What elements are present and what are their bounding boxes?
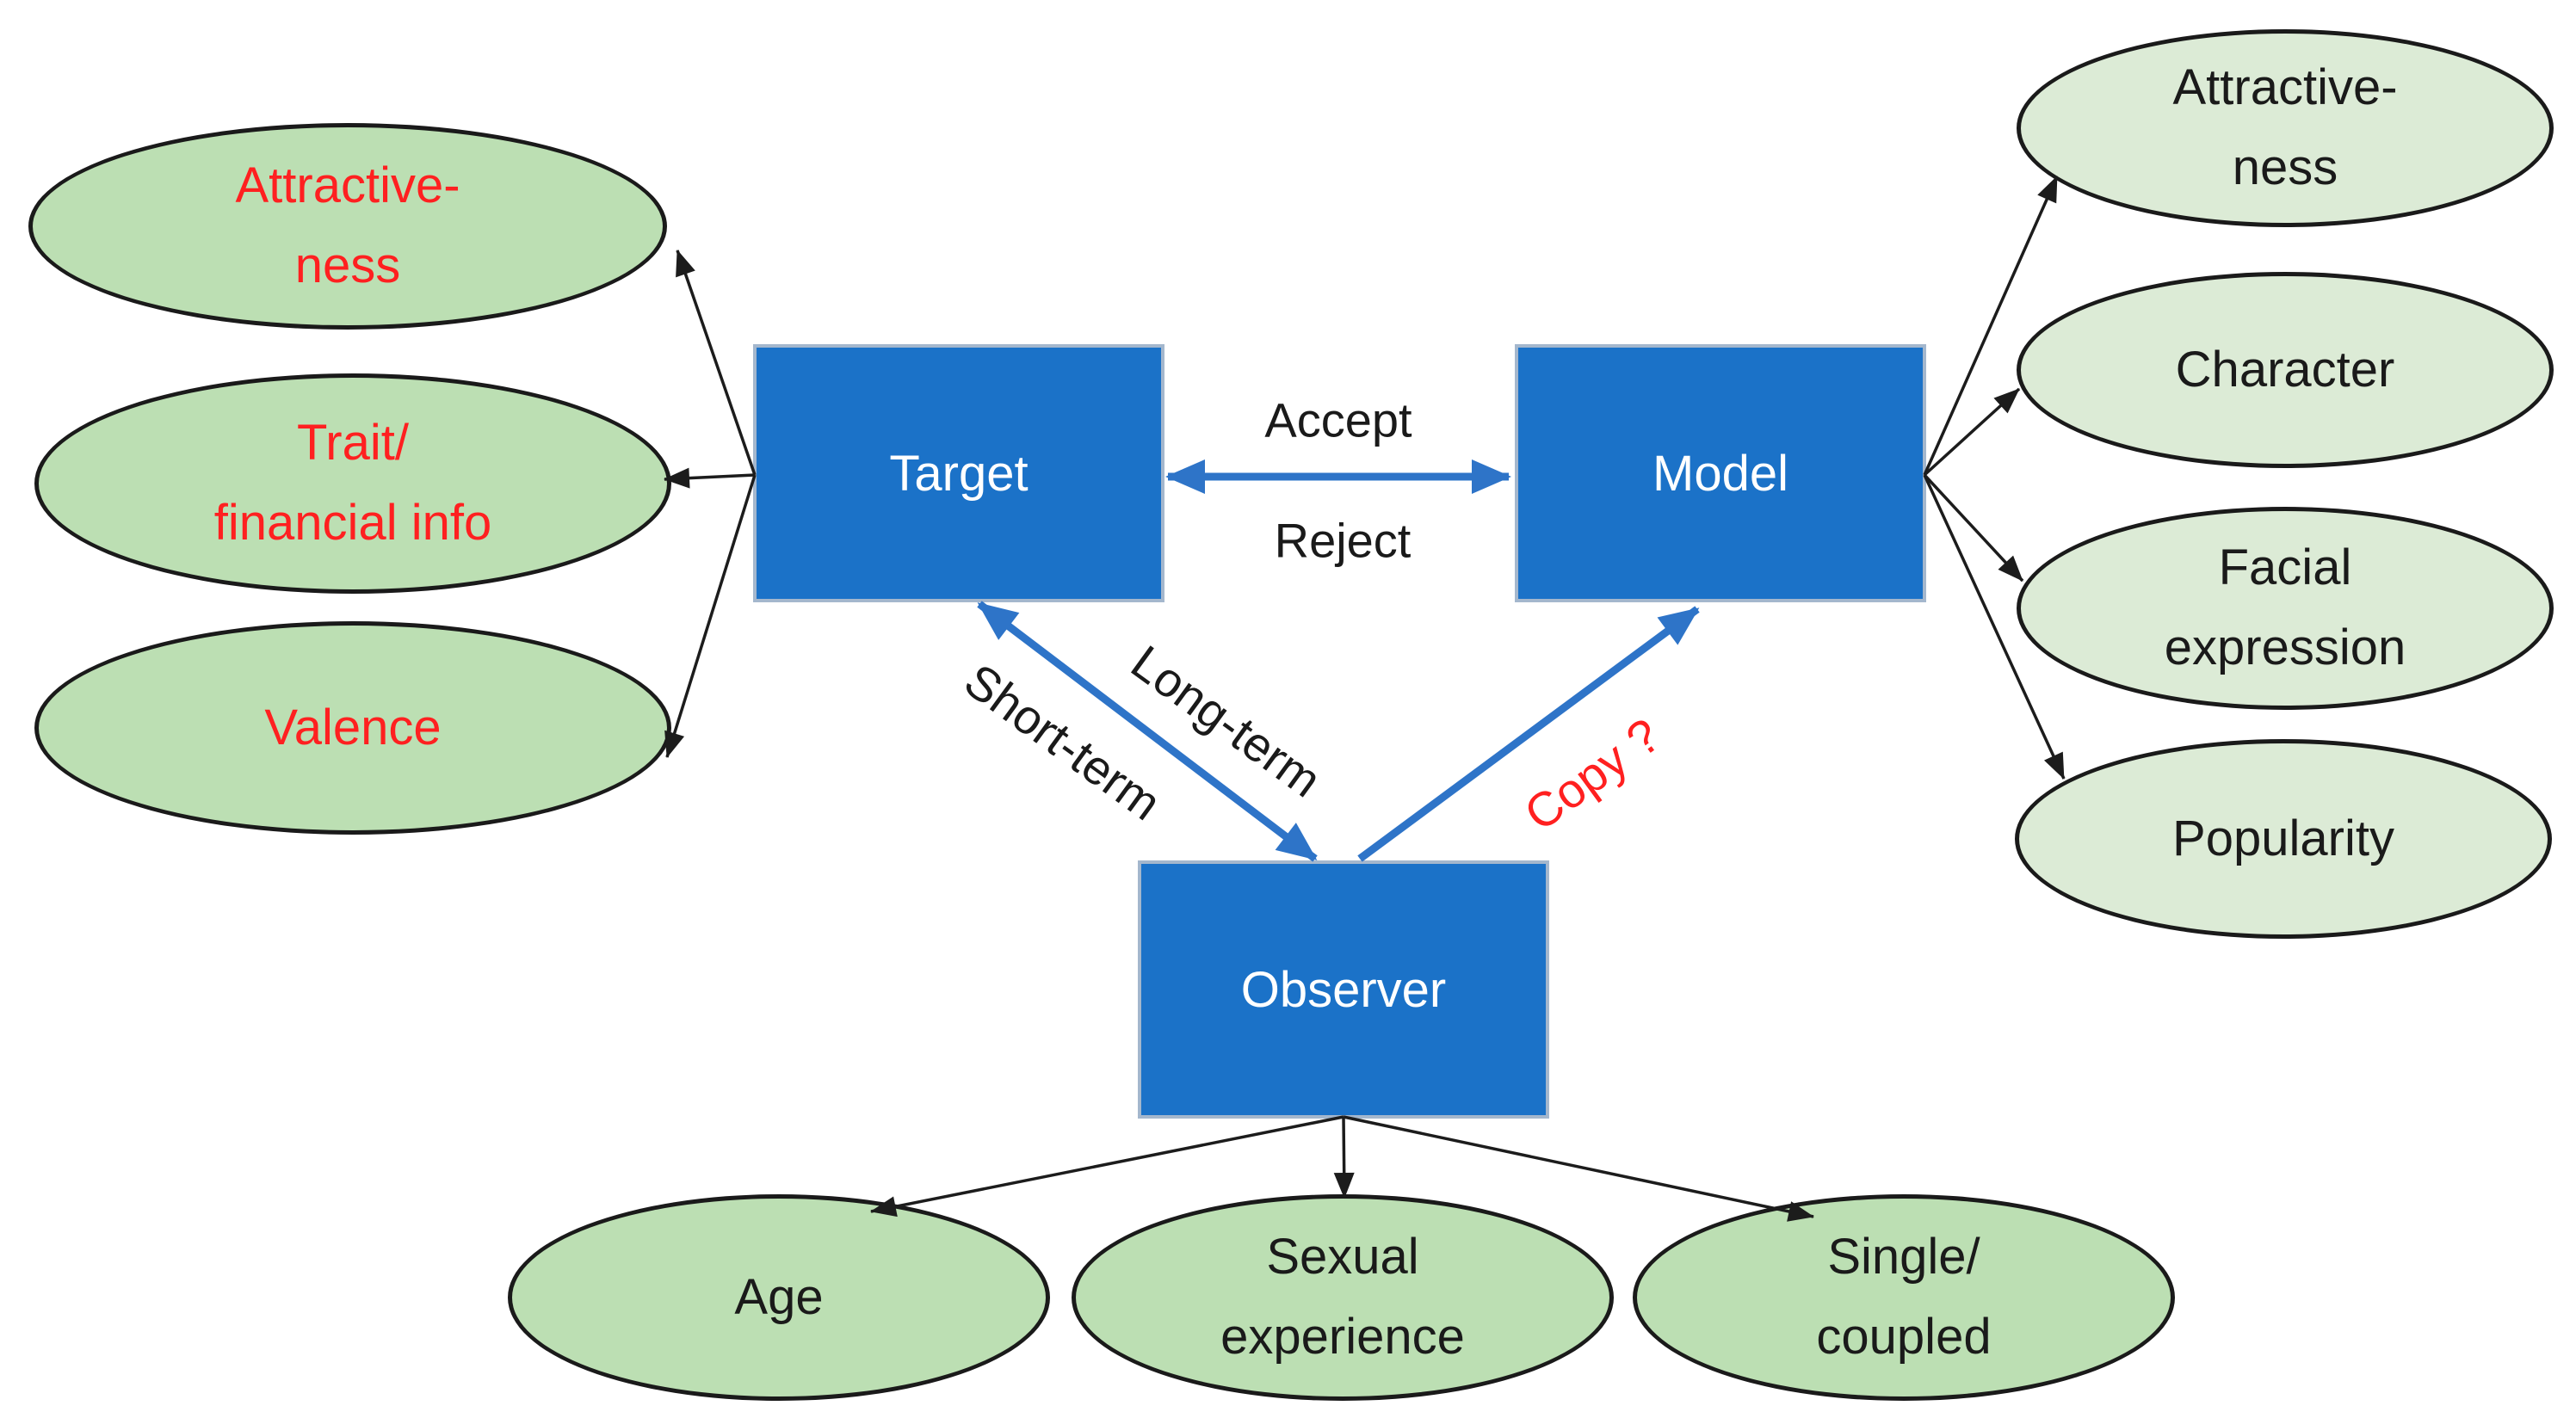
factor-observer-sexual-experience: Sexual experience <box>1072 1194 1614 1401</box>
factor-target-valence: Valence <box>34 621 671 835</box>
factor-model-popularity: Popularity <box>2015 739 2552 939</box>
arrow-model-attractiveness <box>1923 176 2059 476</box>
factor-target-attractiveness: Attractive- ness <box>28 123 667 330</box>
node-observer: Observer <box>1138 860 1549 1119</box>
factor-label: Popularity <box>2172 810 2394 866</box>
factor-model-attractiveness: Attractive- ness <box>2017 29 2554 227</box>
factor-label: Sexual experience <box>1220 1229 1465 1365</box>
factor-label: Attractive- ness <box>2172 59 2398 195</box>
factor-target-trait-financial-info: Trait/ financial info <box>34 373 671 594</box>
edge-label-copy: Copy ? <box>1514 707 1671 842</box>
arrow-target-trait-financial-info <box>664 467 756 489</box>
node-model: Model <box>1515 344 1926 602</box>
edge-label-reject: Reject <box>1274 513 1412 568</box>
factor-label: Single/ coupled <box>1816 1229 1992 1365</box>
node-target-label: Target <box>889 445 1029 502</box>
factor-label: Age <box>734 1268 824 1325</box>
arrow-model-character <box>1923 387 2021 477</box>
factor-model-facial-expression: Facial expression <box>2017 507 2554 710</box>
factor-label: Trait/ financial info <box>213 415 492 551</box>
factor-label: Character <box>2175 341 2395 398</box>
arrow-model-facial-expression <box>1923 473 2024 583</box>
factor-label: Attractive- ness <box>235 157 460 293</box>
factor-observer-age: Age <box>508 1194 1050 1401</box>
arrow-target-attractiveness <box>676 250 757 476</box>
factor-label: Valence <box>264 699 442 755</box>
node-model-label: Model <box>1652 445 1788 502</box>
edge-label-accept: Accept <box>1264 392 1412 447</box>
arrow-target-valence <box>664 474 757 758</box>
node-observer-label: Observer <box>1240 961 1447 1018</box>
node-target: Target <box>753 344 1164 602</box>
factor-label: Facial expression <box>2164 539 2406 675</box>
factor-observer-single-coupled: Single/ coupled <box>1633 1194 2175 1401</box>
factor-model-character: Character <box>2017 272 2554 468</box>
